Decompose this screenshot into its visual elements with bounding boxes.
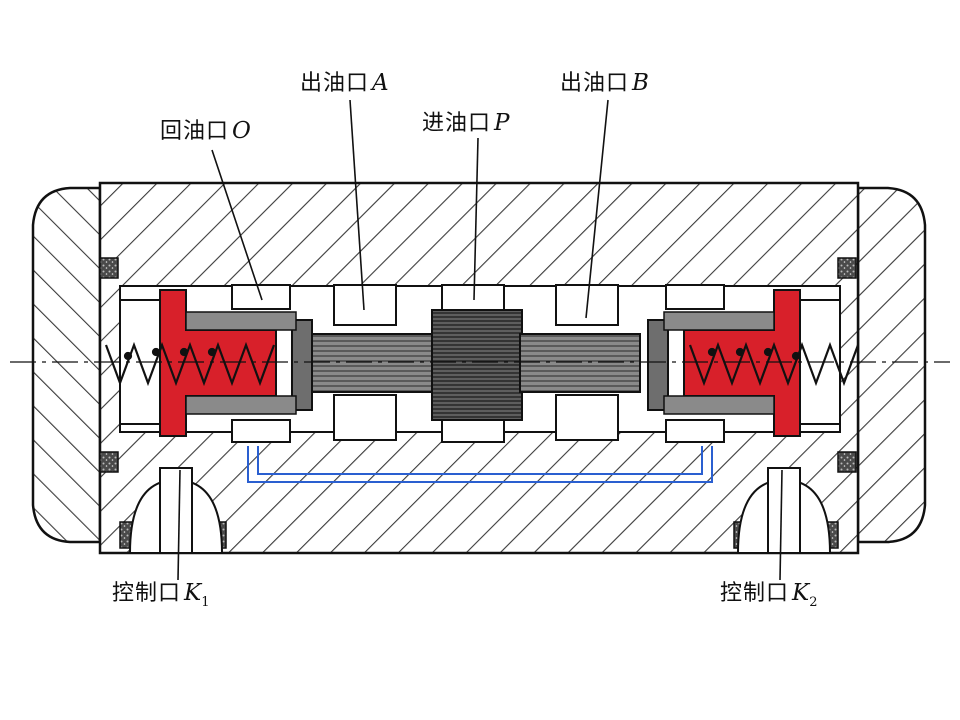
right-end-cap bbox=[856, 186, 927, 544]
control-port-k2-bore bbox=[736, 467, 832, 554]
internal-passage bbox=[247, 446, 713, 483]
right-spring bbox=[688, 341, 860, 387]
control-port-k1-bore bbox=[128, 467, 224, 554]
spool bbox=[291, 309, 669, 421]
right-piston bbox=[663, 289, 841, 437]
left-spring bbox=[104, 341, 276, 387]
left-end-cap bbox=[31, 186, 102, 544]
left-piston bbox=[119, 289, 297, 437]
leader-lines bbox=[177, 99, 783, 581]
